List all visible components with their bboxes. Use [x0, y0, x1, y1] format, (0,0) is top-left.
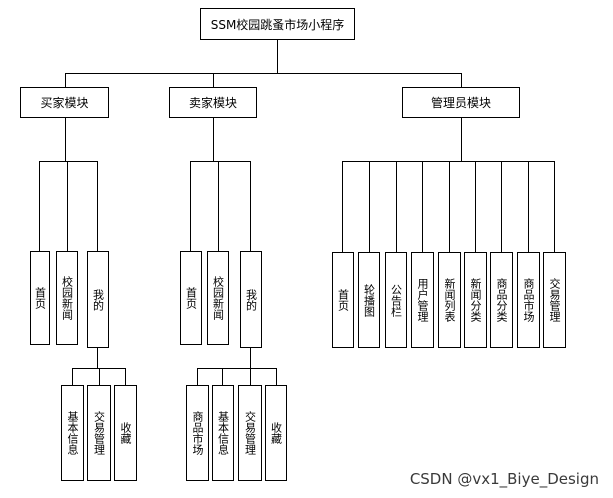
buyer-mine-node-favorites: 收藏 [114, 385, 137, 481]
connector-line [39, 161, 41, 252]
connector-line [475, 161, 477, 253]
admin-node-goods-market: 商品市场 [517, 252, 540, 348]
root-node: SSM校园跳蚤市场小程序 [200, 8, 355, 40]
connector-line [197, 368, 277, 370]
connector-line [190, 161, 192, 252]
connector-line [39, 161, 98, 163]
connector-line [461, 117, 463, 162]
node-label: 基本信息 [216, 411, 230, 455]
buyer-mine-node-basic-info: 基本信息 [61, 385, 84, 481]
connector-line [97, 347, 99, 369]
node-label: 首页 [336, 289, 350, 311]
seller-node-campus-news: 校园新闻 [207, 251, 229, 345]
connector-line [222, 368, 224, 386]
node-label: 商品市场 [522, 278, 535, 322]
connector-line [197, 368, 199, 386]
connector-line [250, 368, 252, 386]
admin-node-user-management: 用户管理 [411, 252, 434, 348]
connector-line [97, 161, 99, 252]
seller-node-home: 首页 [180, 251, 202, 345]
node-label: 首页 [184, 287, 198, 309]
module-node-seller: 卖家模块 [169, 87, 257, 118]
connector-line [554, 161, 556, 253]
admin-node-home: 首页 [332, 252, 354, 348]
node-label: 交易管理 [548, 278, 561, 322]
connector-line [501, 161, 503, 253]
node-label: 新闻列表 [443, 278, 456, 322]
connector-line [213, 73, 215, 88]
node-label: 商品市场 [191, 411, 204, 455]
connector-line [528, 161, 530, 253]
connector-line [369, 161, 371, 253]
connector-line [213, 117, 215, 162]
connector-line [125, 368, 127, 386]
connector-line [422, 161, 424, 253]
seller-mine-node-favorites: 收藏 [265, 385, 287, 481]
node-label: 公告栏 [389, 283, 403, 317]
connector-line [65, 73, 67, 88]
watermark-text: CSDN @vx1_Biye_Design [409, 470, 599, 488]
connector-line [67, 161, 69, 252]
connector-line [250, 347, 252, 369]
buyer-node-mine: 我的 [87, 251, 109, 348]
seller-mine-node-market: 商品市场 [186, 385, 209, 481]
module-node-admin: 管理员模块 [402, 87, 520, 118]
buyer-mine-node-trade-management: 交易管理 [87, 385, 111, 481]
admin-node-goods-category: 商品分类 [490, 252, 513, 348]
node-label: 交易管理 [243, 411, 257, 455]
connector-line [449, 161, 451, 253]
seller-mine-node-basic-info: 基本信息 [212, 385, 234, 481]
connector-line [461, 73, 463, 88]
buyer-node-home: 首页 [30, 251, 50, 345]
connector-line [342, 161, 555, 163]
node-label: 用户管理 [416, 278, 429, 322]
connector-line [342, 161, 344, 253]
connector-line [276, 368, 278, 386]
node-label: 我的 [244, 288, 258, 311]
admin-node-bulletin: 公告栏 [385, 252, 407, 348]
node-label: 商品分类 [495, 278, 508, 322]
node-label: 校园新闻 [60, 276, 74, 320]
seller-mine-node-trade-management: 交易管理 [238, 385, 262, 481]
node-label: 轮播图 [362, 283, 376, 317]
connector-line [99, 368, 101, 386]
connector-line [65, 117, 67, 162]
connector-line [396, 161, 398, 253]
connector-line [190, 161, 251, 163]
node-label: 基本信息 [66, 411, 79, 455]
node-label: 收藏 [269, 422, 283, 444]
node-label: 交易管理 [92, 411, 106, 455]
node-label: 首页 [33, 287, 47, 309]
seller-node-mine: 我的 [240, 251, 262, 348]
buyer-node-campus-news: 校园新闻 [56, 251, 78, 345]
node-label: 校园新闻 [211, 276, 225, 320]
connector-line [250, 161, 252, 252]
admin-node-news-list: 新闻列表 [438, 252, 461, 348]
connector-line [65, 73, 462, 75]
connector-line [277, 39, 279, 74]
admin-node-carousel: 轮播图 [358, 252, 380, 348]
node-label: 我的 [91, 288, 105, 311]
connector-line [218, 161, 220, 252]
admin-node-trade-management: 交易管理 [543, 252, 566, 348]
module-node-buyer: 买家模块 [20, 87, 109, 118]
connector-line [72, 368, 74, 386]
node-label: 新闻分类 [469, 278, 482, 322]
node-label: 收藏 [119, 422, 132, 444]
admin-node-news-category: 新闻分类 [464, 252, 487, 348]
